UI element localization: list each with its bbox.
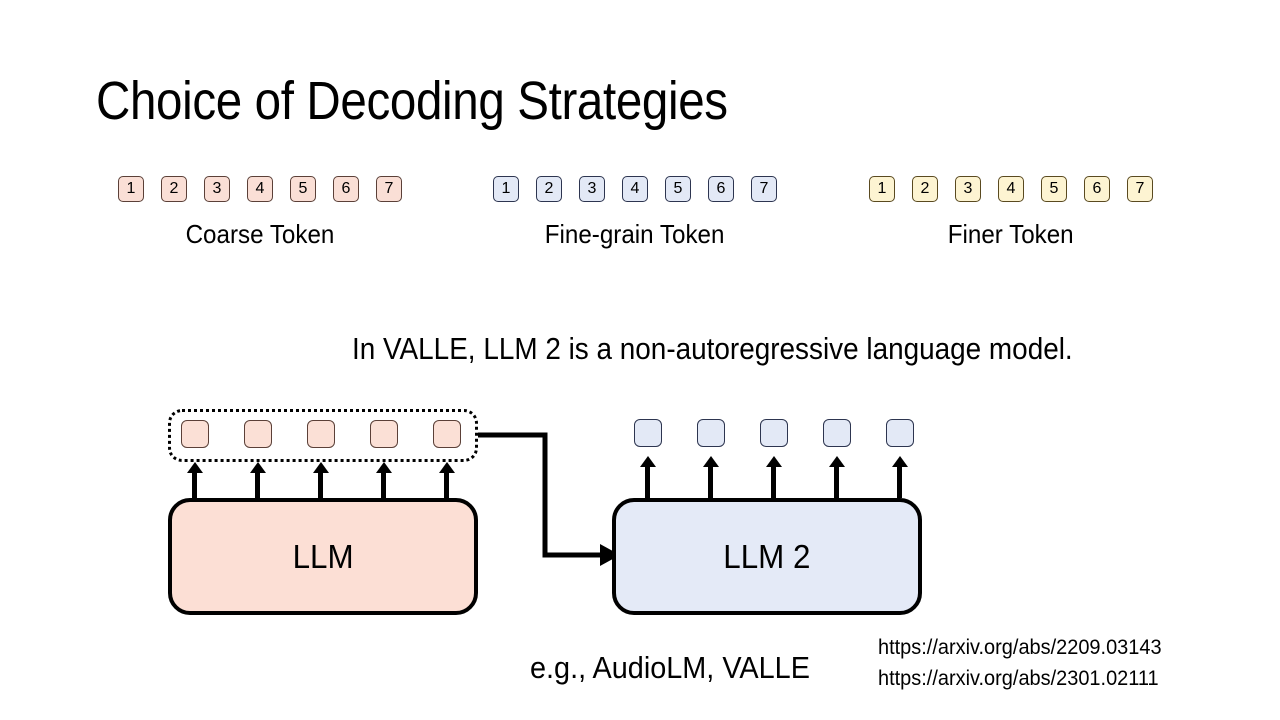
reference-link[interactable]: https://arxiv.org/abs/2209.03143 — [878, 636, 1162, 659]
llm2-output-token — [697, 419, 725, 447]
llm1-output-token — [181, 420, 209, 448]
token-box: 4 — [247, 176, 273, 202]
token-box: 1 — [493, 176, 519, 202]
token-box: 3 — [579, 176, 605, 202]
llm1-arrow-icon — [318, 471, 323, 498]
page-title: Choice of Decoding Strategies — [96, 71, 728, 131]
llm2-arrow-icon — [708, 465, 713, 498]
token-box: 1 — [869, 176, 895, 202]
token-row-label: Coarse Token — [185, 219, 335, 249]
token-box: 5 — [665, 176, 691, 202]
token-group-fine: 1 2 3 4 5 6 7 Fine-grain Token — [493, 176, 777, 250]
token-box: 7 — [376, 176, 402, 202]
architecture-diagram: LLM LLM 2 — [0, 395, 1280, 635]
llm1-output-token — [244, 420, 272, 448]
connector-arrow-icon — [478, 432, 620, 566]
llm1-arrow-icon — [444, 471, 449, 498]
llm2-output-token — [760, 419, 788, 447]
token-box: 4 — [998, 176, 1024, 202]
token-group-coarse: 1 2 3 4 5 6 7 Coarse Token — [118, 176, 402, 250]
llm2-output-token — [634, 419, 662, 447]
token-row: 1 2 3 4 5 6 7 — [118, 176, 402, 202]
token-box: 3 — [955, 176, 981, 202]
llm1-token-group-border — [168, 409, 478, 462]
body-sentence: In VALLE, LLM 2 is a non-autoregressive … — [352, 331, 1073, 366]
reference-links: https://arxiv.org/abs/2209.03143 https:/… — [878, 632, 1162, 694]
token-box: 2 — [912, 176, 938, 202]
llm1-arrow-icon — [381, 471, 386, 498]
token-box: 1 — [118, 176, 144, 202]
llm2-arrow-icon — [897, 465, 902, 498]
token-box: 2 — [161, 176, 187, 202]
llm2-arrow-icon — [645, 465, 650, 498]
llm-block-1: LLM — [168, 498, 478, 615]
token-box: 6 — [708, 176, 734, 202]
token-box: 7 — [1127, 176, 1153, 202]
llm1-output-token — [433, 420, 461, 448]
llm-block-2-label: LLM 2 — [723, 537, 811, 575]
reference-link[interactable]: https://arxiv.org/abs/2301.02111 — [878, 667, 1159, 690]
token-box: 6 — [1084, 176, 1110, 202]
token-row-label: Fine-grain Token — [545, 219, 725, 249]
llm2-output-token — [823, 419, 851, 447]
token-box: 6 — [333, 176, 359, 202]
token-box: 2 — [536, 176, 562, 202]
llm2-arrow-icon — [771, 465, 776, 498]
token-group-finer: 1 2 3 4 5 6 7 Finer Token — [869, 176, 1153, 250]
token-box: 3 — [204, 176, 230, 202]
example-caption: e.g., AudioLM, VALLE — [530, 650, 810, 685]
token-box: 5 — [1041, 176, 1067, 202]
llm-block-2: LLM 2 — [612, 498, 922, 615]
token-box: 4 — [622, 176, 648, 202]
token-row: 1 2 3 4 5 6 7 — [493, 176, 777, 202]
llm1-output-token — [370, 420, 398, 448]
llm2-arrow-icon — [834, 465, 839, 498]
llm-block-1-label: LLM — [292, 537, 354, 575]
token-box: 7 — [751, 176, 777, 202]
llm1-arrow-icon — [192, 471, 197, 498]
token-row-label: Finer Token — [948, 219, 1074, 249]
token-box: 5 — [290, 176, 316, 202]
token-row: 1 2 3 4 5 6 7 — [869, 176, 1153, 202]
llm1-output-token — [307, 420, 335, 448]
llm2-output-token — [886, 419, 914, 447]
llm1-arrow-icon — [255, 471, 260, 498]
